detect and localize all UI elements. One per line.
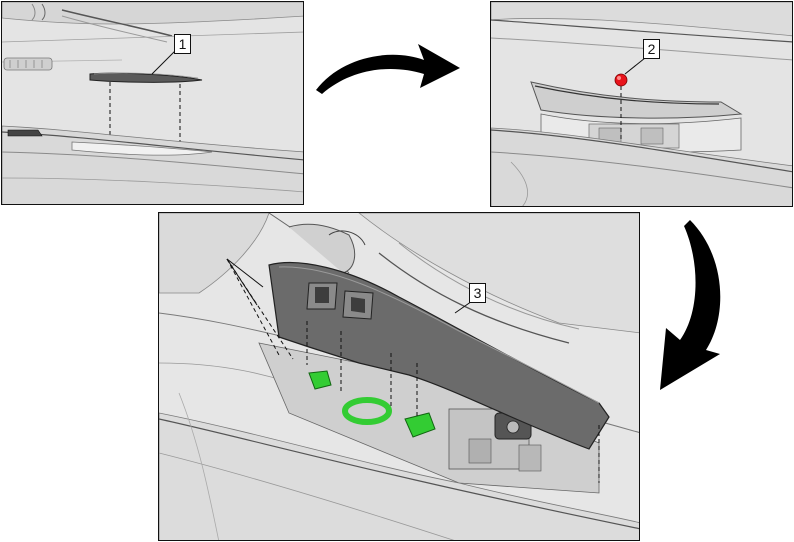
door-handle-illustration (491, 2, 792, 206)
step-1-panel: 1 (1, 1, 304, 205)
callout-3: 3 (469, 283, 486, 303)
switch-panel-illustration (159, 213, 639, 540)
curved-arrow-icon (660, 220, 721, 390)
step-2-panel: 2 (490, 1, 793, 207)
step-3-panel: 3 (158, 212, 640, 541)
callout-1: 1 (174, 34, 191, 54)
door-trim-illustration (2, 2, 303, 204)
curved-arrow-icon (316, 44, 460, 94)
callout-2: 2 (643, 39, 660, 59)
